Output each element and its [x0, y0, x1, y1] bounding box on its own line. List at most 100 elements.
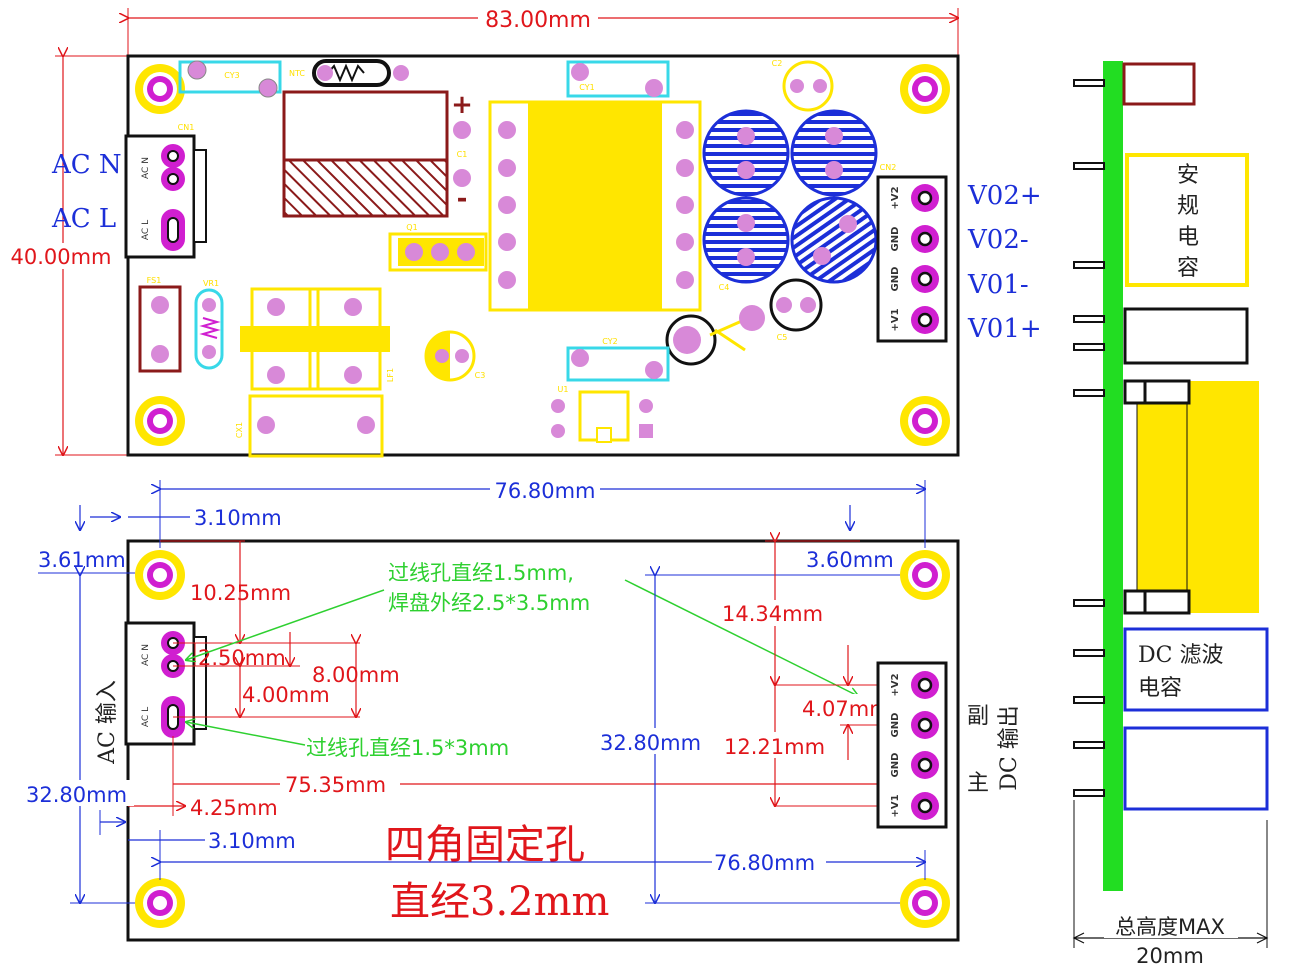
- safety-cap-char: 安: [1177, 163, 1199, 188]
- pin-label-ac-l: AC L: [141, 707, 151, 727]
- output-pin: [911, 306, 939, 334]
- overall-width-label: 83.00mm: [485, 8, 591, 33]
- dc-filter-label-1: DC 滤波: [1138, 643, 1223, 668]
- side-transformer: [1137, 381, 1259, 613]
- svg-text:CN1: CN1: [178, 123, 195, 132]
- side-ntc: [1122, 62, 1196, 106]
- pin-label-v1: +V1: [890, 794, 901, 817]
- c4-capacitor: [769, 278, 823, 332]
- q1-transistor: [388, 232, 488, 272]
- svg-text:CN2: CN2: [880, 163, 897, 172]
- mounting-hole: [135, 550, 185, 600]
- mounting-hole: [135, 878, 185, 928]
- pin-label-gnd: GND: [890, 267, 901, 292]
- side-dc-filter-capacitor: [1123, 726, 1269, 811]
- svg-text:FS1: FS1: [147, 276, 162, 285]
- c2-capacitor: [782, 60, 834, 112]
- top-view: 83.00mm 40.00mm CY3 NTC + - C1: [6, 6, 1042, 458]
- mounting-hole: [900, 396, 950, 446]
- overall-height-label: 40.00mm: [10, 245, 111, 269]
- hole-edge-right: 3.60mm: [806, 548, 894, 572]
- dim-8-00: 8.00mm: [312, 663, 400, 687]
- v01-minus-label: V01-: [967, 270, 1029, 300]
- bottom-view: 76.80mm 3.10mm 3.61mm 3.60mm AC N AC L A…: [24, 478, 1022, 942]
- sub-output-label: 副: [967, 704, 989, 729]
- pin-label-gnd: GND: [890, 713, 901, 738]
- mounting-hole: [900, 878, 950, 928]
- ac-input-label: AC 输入: [95, 680, 120, 765]
- svg-text:CX1: CX1: [235, 422, 244, 438]
- output-capacitor: [702, 109, 790, 197]
- cy3-capacitor: [178, 60, 282, 94]
- dim-4-25: 4.25mm: [190, 796, 278, 820]
- safety-cap-char: 电: [1177, 225, 1199, 250]
- v02-minus-label: V02-: [967, 225, 1029, 255]
- cx1-capacitor: [248, 394, 384, 458]
- pin-label-ac-n: AC N: [141, 157, 151, 179]
- dim-32-80-mid: 32.80mm: [600, 731, 701, 755]
- output-pin: [911, 265, 939, 293]
- svg-text:VR1: VR1: [203, 279, 219, 288]
- hole-span-top: 76.80mm: [494, 479, 595, 503]
- output-pin: [911, 184, 939, 212]
- mounting-hole: [900, 550, 950, 600]
- hole-offset-top-left: 3.10mm: [194, 506, 282, 530]
- output-capacitor: [790, 196, 878, 284]
- svg-text:-: -: [457, 184, 468, 214]
- dim-12-21: 12.21mm: [724, 735, 825, 759]
- output-pin: [911, 792, 939, 820]
- pin-label-v1: +V1: [890, 308, 901, 331]
- svg-text:U1: U1: [558, 385, 569, 394]
- cy2-capacitor: [566, 346, 670, 382]
- ac-n-label: AC N: [51, 150, 122, 180]
- mount-title-line1: 四角固定孔: [385, 822, 585, 868]
- hole-offset-bottom-left: 3.10mm: [208, 829, 296, 853]
- hole-span-bottom: 76.80mm: [714, 851, 815, 875]
- output-capacitor: [790, 109, 878, 197]
- mounting-hole: [900, 64, 950, 114]
- pin-label-gnd: GND: [890, 227, 901, 252]
- dim-32-80-left: 32.80mm: [26, 783, 127, 807]
- vr1-varistor: [194, 288, 224, 370]
- svg-text:C3: C3: [475, 371, 486, 380]
- svg-text:LF1: LF1: [386, 368, 395, 382]
- dim-4-00: 4.00mm: [242, 683, 330, 707]
- dim-4-07: 4.07mm: [802, 697, 890, 721]
- note-hole-line3: 过线孔直经1.5*3mm: [306, 736, 509, 760]
- svg-text:C2: C2: [772, 59, 783, 68]
- v01-plus-label: V01+: [967, 314, 1042, 344]
- note-hole-line2: 焊盘外经2.5*3.5mm: [388, 591, 590, 615]
- v02-plus-label: V02+: [967, 181, 1042, 211]
- side-view: 安 规 电 容 DC 滤波 电容 总高度MAX 20mm: [1072, 61, 1269, 968]
- dim-75-35: 75.35mm: [285, 773, 386, 797]
- side-safety-capacitor: [1125, 153, 1249, 287]
- svg-text:C4: C4: [719, 283, 730, 292]
- output-pin: [911, 751, 939, 779]
- main-output-label: 主: [967, 771, 989, 796]
- dim-10-25: 10.25mm: [190, 581, 291, 605]
- svg-text:NTC: NTC: [289, 69, 305, 78]
- pin-label-gnd: GND: [890, 753, 901, 778]
- dc-output-label: DC 输出: [997, 705, 1022, 790]
- side-dc-filter-capacitor: [1123, 627, 1269, 712]
- side-pin: [1073, 79, 1105, 797]
- pcb-edge: [1103, 61, 1123, 891]
- pin-label-v2: +V2: [890, 186, 901, 209]
- svg-text:C1: C1: [457, 150, 468, 159]
- pin-label-ac-l: AC L: [141, 220, 151, 240]
- svg-text:CY1: CY1: [579, 83, 594, 92]
- cy1-capacitor: [566, 60, 670, 98]
- side-component: [1123, 307, 1249, 365]
- svg-text:Q1: Q1: [406, 223, 417, 232]
- ac-l-label: AC L: [51, 204, 116, 234]
- dc-filter-label-2: 电容: [1138, 676, 1182, 701]
- height-label: 总高度MAX: [1115, 915, 1225, 939]
- dim-2-50: 2.50mm: [198, 646, 286, 670]
- note-hole-line1: 过线孔直经1.5mm,: [388, 561, 574, 585]
- svg-text:+: +: [451, 90, 473, 120]
- dim-14-34: 14.34mm: [722, 602, 823, 626]
- output-pin: [911, 671, 939, 699]
- safety-cap-char: 规: [1177, 194, 1199, 219]
- mounting-hole: [135, 64, 185, 114]
- output-pin: [911, 225, 939, 253]
